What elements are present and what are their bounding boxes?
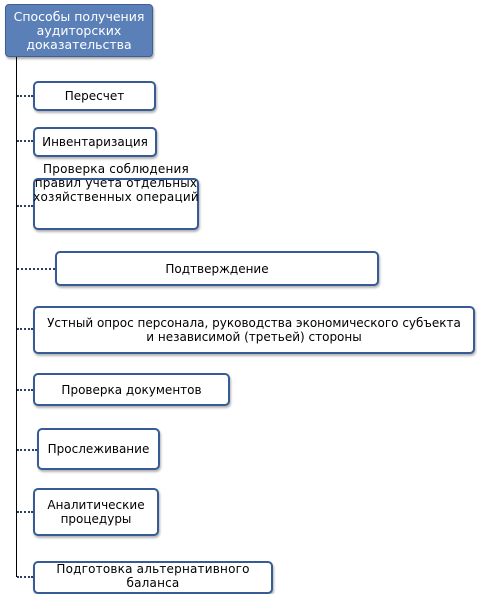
- node-label: Инвентаризация: [42, 135, 148, 149]
- connector: [17, 140, 33, 142]
- node-label: Подтверждение: [165, 261, 269, 276]
- node-docs-check: Проверка документов: [33, 373, 230, 406]
- node-confirmation: Подтверждение: [55, 251, 379, 286]
- connector: [17, 205, 33, 207]
- node-inventory: Инвентаризация: [33, 127, 157, 157]
- connector: [17, 95, 33, 97]
- root-box: Способы получения аудиторских доказатель…: [5, 4, 153, 57]
- node-oral-survey: Устный опрос персонала, руководства экон…: [33, 306, 475, 354]
- connector: [17, 268, 55, 270]
- node-label: Устный опрос персонала, руководства экон…: [47, 316, 461, 344]
- node-tracing: Прослеживание: [37, 428, 160, 470]
- node-rules-check: [33, 178, 199, 230]
- node-label: Пересчет: [64, 89, 125, 103]
- node-analytics: Аналитические процедуры: [33, 488, 159, 536]
- connector: [17, 449, 37, 451]
- connector: [17, 511, 33, 513]
- node-recount: Пересчет: [33, 81, 156, 111]
- connector-spine: [16, 57, 17, 577]
- node-rules-check-label: Проверка соблюдения правил учета отдельн…: [33, 162, 199, 204]
- node-alt-balance-label: Подготовка альтернативного баланса: [56, 562, 250, 590]
- connector: [17, 389, 33, 391]
- node-label: Проверка документов: [61, 382, 202, 397]
- node-label: Прослеживание: [47, 442, 150, 456]
- root-label: Способы получения аудиторских доказатель…: [13, 8, 145, 52]
- connector: [17, 328, 33, 330]
- connector: [17, 576, 33, 578]
- node-alt-balance: [33, 561, 273, 594]
- node-label: Аналитические процедуры: [47, 498, 145, 526]
